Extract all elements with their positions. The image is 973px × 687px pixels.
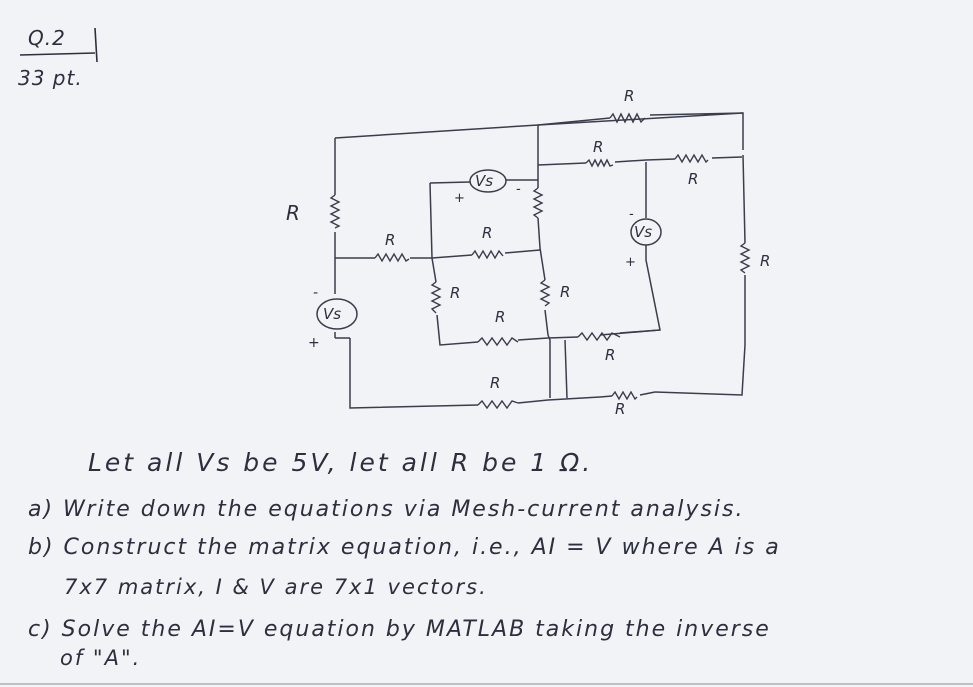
resistor-mid-center <box>471 249 504 260</box>
r-label-lower-mid: R <box>605 346 615 364</box>
resistors <box>329 112 751 410</box>
circuit-wires <box>334 112 746 409</box>
r-label-upper-inner: R <box>593 138 603 156</box>
minus-sign-left: - <box>313 285 318 301</box>
r-label-top: R <box>624 87 634 105</box>
plus-sign-left: + <box>308 335 320 351</box>
voltage-sources <box>316 169 662 330</box>
minus-sign-top: - <box>516 182 521 197</box>
circuit-labels: Vs Vs Vs R R R R R R R R R R R R R + - +… <box>286 87 770 418</box>
resistor-bottom <box>477 399 519 410</box>
r-label-bottom: R <box>490 374 500 392</box>
resistor-lower-right <box>611 390 638 401</box>
part-b-line-2: 7x7 matrix, I & V are 7x1 vectors. <box>64 575 488 599</box>
question-number: Q.2 <box>28 26 66 50</box>
r-label-inner-left: R <box>450 284 460 302</box>
vs-label-right: Vs <box>634 223 652 241</box>
voltage-source-right <box>630 218 662 246</box>
r-label-inner-right: R <box>560 283 570 301</box>
vs-label-left: Vs <box>323 305 341 323</box>
plus-sign-right: + <box>625 255 636 270</box>
r-label-right: R <box>760 252 770 270</box>
r-label-mid-left: R <box>385 231 395 249</box>
r-label-upper-right: R <box>688 170 698 188</box>
points-value: 33 pt. <box>18 66 83 90</box>
r-label-left: R <box>286 201 300 225</box>
resistor-upper-inner <box>585 158 614 168</box>
plus-sign-top: + <box>454 191 465 206</box>
r-label-mid-center: R <box>482 224 492 242</box>
header-underline <box>19 27 98 63</box>
voltage-source-top <box>469 169 507 193</box>
part-a: a) Write down the equations via Mesh-cur… <box>28 497 745 522</box>
minus-sign-right: - <box>629 207 634 222</box>
r-label-inner-bottom: R <box>495 308 505 326</box>
resistor-center-vertical <box>532 187 544 219</box>
resistor-mid-left <box>374 252 410 263</box>
part-c-line-1: c) Solve the AI=V equation by MATLAB tak… <box>28 617 771 642</box>
part-c-line-2: of "A". <box>60 646 142 670</box>
resistor-inner-bottom <box>477 336 519 347</box>
part-b-line-1: b) Construct the matrix equation, i.e., … <box>28 535 781 560</box>
resistor-left <box>329 194 341 229</box>
r-label-lower-right: R <box>615 400 625 418</box>
resistor-inner-right <box>539 279 551 307</box>
resistor-lower-mid <box>577 331 621 342</box>
vs-label-top: Vs <box>475 172 493 190</box>
resistor-top <box>609 112 646 124</box>
resistor-inner-left <box>430 281 442 314</box>
problem-statement: Let all Vs be 5V, let all R be 1 Ω. <box>88 448 594 477</box>
resistor-upper-right <box>674 153 709 164</box>
resistor-right <box>739 242 751 274</box>
voltage-source-left <box>316 298 358 330</box>
